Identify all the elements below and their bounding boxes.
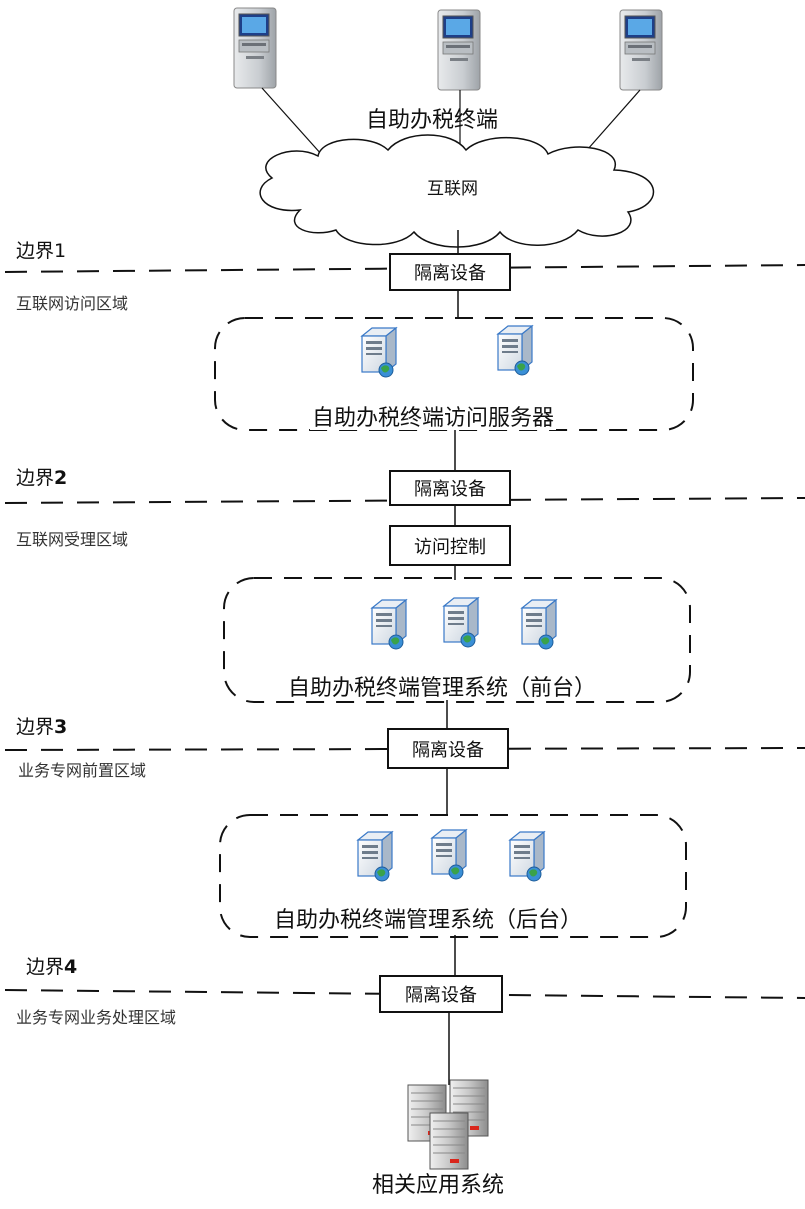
isolation-device-2: 隔离设备: [389, 470, 511, 506]
kiosk-link-line: [579, 89, 641, 159]
server-icon: [361, 327, 397, 378]
group-label-management-front: 自助办税终端管理系统（前台）: [286, 676, 599, 701]
zone-label-private-front: 业务专网前置区域: [18, 761, 147, 780]
kiosk-icon: [437, 9, 481, 91]
internet-cloud-icon: [259, 134, 655, 248]
server-icon: [431, 829, 467, 880]
server-group-box: [219, 814, 687, 938]
server-icon: [497, 325, 533, 376]
server-icon: [443, 597, 479, 648]
zone-label-internet-access: 互联网访问区域: [16, 294, 129, 313]
server-group-box: [214, 317, 694, 431]
isolation-device-3: 隔离设备: [387, 728, 509, 769]
related-systems-label: 相关应用系统: [372, 1173, 505, 1198]
server-group-box: [223, 577, 691, 703]
zone-label-private-processing: 业务专网业务处理区域: [16, 1008, 177, 1027]
boundary-label-1: 边界1: [16, 240, 67, 262]
kiosk-icon: [233, 7, 277, 89]
rack-servers-icon: [407, 1079, 489, 1170]
internet-label: 互联网: [427, 179, 478, 199]
kiosk-link-line: [261, 87, 323, 156]
isolation-device-1: 隔离设备: [389, 253, 511, 291]
zone-label-internet-accept: 互联网受理区域: [16, 530, 129, 549]
server-icon: [521, 599, 557, 650]
server-icon: [371, 599, 407, 650]
boundary-label-3: 边界3: [16, 716, 68, 738]
terminals-label: 自助办税终端: [366, 108, 499, 133]
group-label-management-back: 自助办税终端管理系统（后台）: [272, 908, 585, 933]
boundary-label-2: 边界2: [16, 467, 68, 489]
isolation-device-4: 隔离设备: [379, 975, 503, 1013]
boundary-label-4: 边界4: [26, 956, 78, 978]
kiosk-icon: [619, 9, 663, 91]
server-icon: [357, 831, 393, 882]
group-label-access-servers: 自助办税终端访问服务器: [310, 406, 557, 431]
server-icon: [509, 831, 545, 882]
access-control-device: 访问控制: [389, 525, 511, 566]
